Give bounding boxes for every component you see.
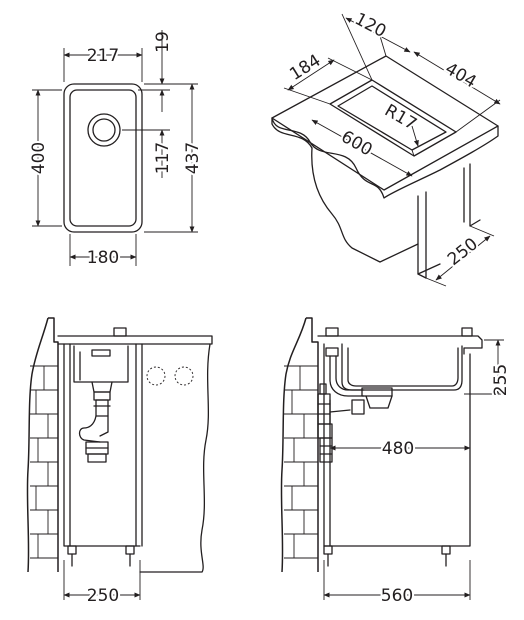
dim-label-560: 560 xyxy=(381,586,413,606)
dim-label-19: 19 xyxy=(153,31,173,53)
drain-outer-circle xyxy=(87,113,121,147)
worktop-front-edge xyxy=(271,117,499,199)
dim-label-250-side: 250 xyxy=(87,586,119,606)
siphon-front xyxy=(317,383,393,463)
drain-inner-circle xyxy=(92,118,116,142)
dim-label-404: 404 xyxy=(441,59,479,93)
wall-bricks-front xyxy=(284,365,318,559)
cabinet-side-edge xyxy=(139,343,211,573)
faucet-base xyxy=(113,327,127,337)
dim-label-480: 480 xyxy=(382,439,414,459)
front-view: 255 480 560 xyxy=(280,317,513,608)
dim-label-255: 255 xyxy=(491,364,511,396)
dim-line-404 xyxy=(413,51,501,105)
cabinet-legs-front xyxy=(323,545,451,567)
dim-label-250-iso: 250 xyxy=(444,234,482,270)
worktop-side xyxy=(57,335,213,345)
sink-outline-outer xyxy=(63,83,143,233)
faucet-base-front xyxy=(325,327,339,337)
worktop-front xyxy=(317,335,483,355)
siphon-side xyxy=(78,381,113,463)
dim-label-184: 184 xyxy=(286,51,324,85)
dim-label-437: 437 xyxy=(183,142,203,174)
cabinet-legs-side xyxy=(67,545,135,567)
dim-label-217: 217 xyxy=(87,46,119,66)
side-view: 250 xyxy=(26,317,213,608)
dim-label-400: 400 xyxy=(29,142,49,174)
dim-line-600 xyxy=(311,119,413,177)
cabinet-body xyxy=(311,147,419,263)
outlet-1 xyxy=(146,366,166,386)
wall-bricks xyxy=(30,365,58,559)
dim-label-117: 117 xyxy=(153,142,173,174)
dim-label-120: 120 xyxy=(351,9,389,42)
overflow-pipe xyxy=(325,347,365,397)
dim-line-184 xyxy=(287,59,335,91)
dim-label-180: 180 xyxy=(87,248,119,268)
sink-bowl-front xyxy=(341,343,463,391)
brick-wall-left xyxy=(26,317,59,573)
isometric-view: 120 184 404 R17 600 250 xyxy=(271,7,501,287)
sink-bowl-side xyxy=(73,345,129,383)
top-view: 217 180 400 19 117 437 xyxy=(27,30,205,270)
dim-line-250-iso xyxy=(435,235,491,281)
dim-line-120 xyxy=(345,17,411,53)
outlet-2 xyxy=(174,366,194,386)
sink-outline-inner xyxy=(69,89,137,227)
